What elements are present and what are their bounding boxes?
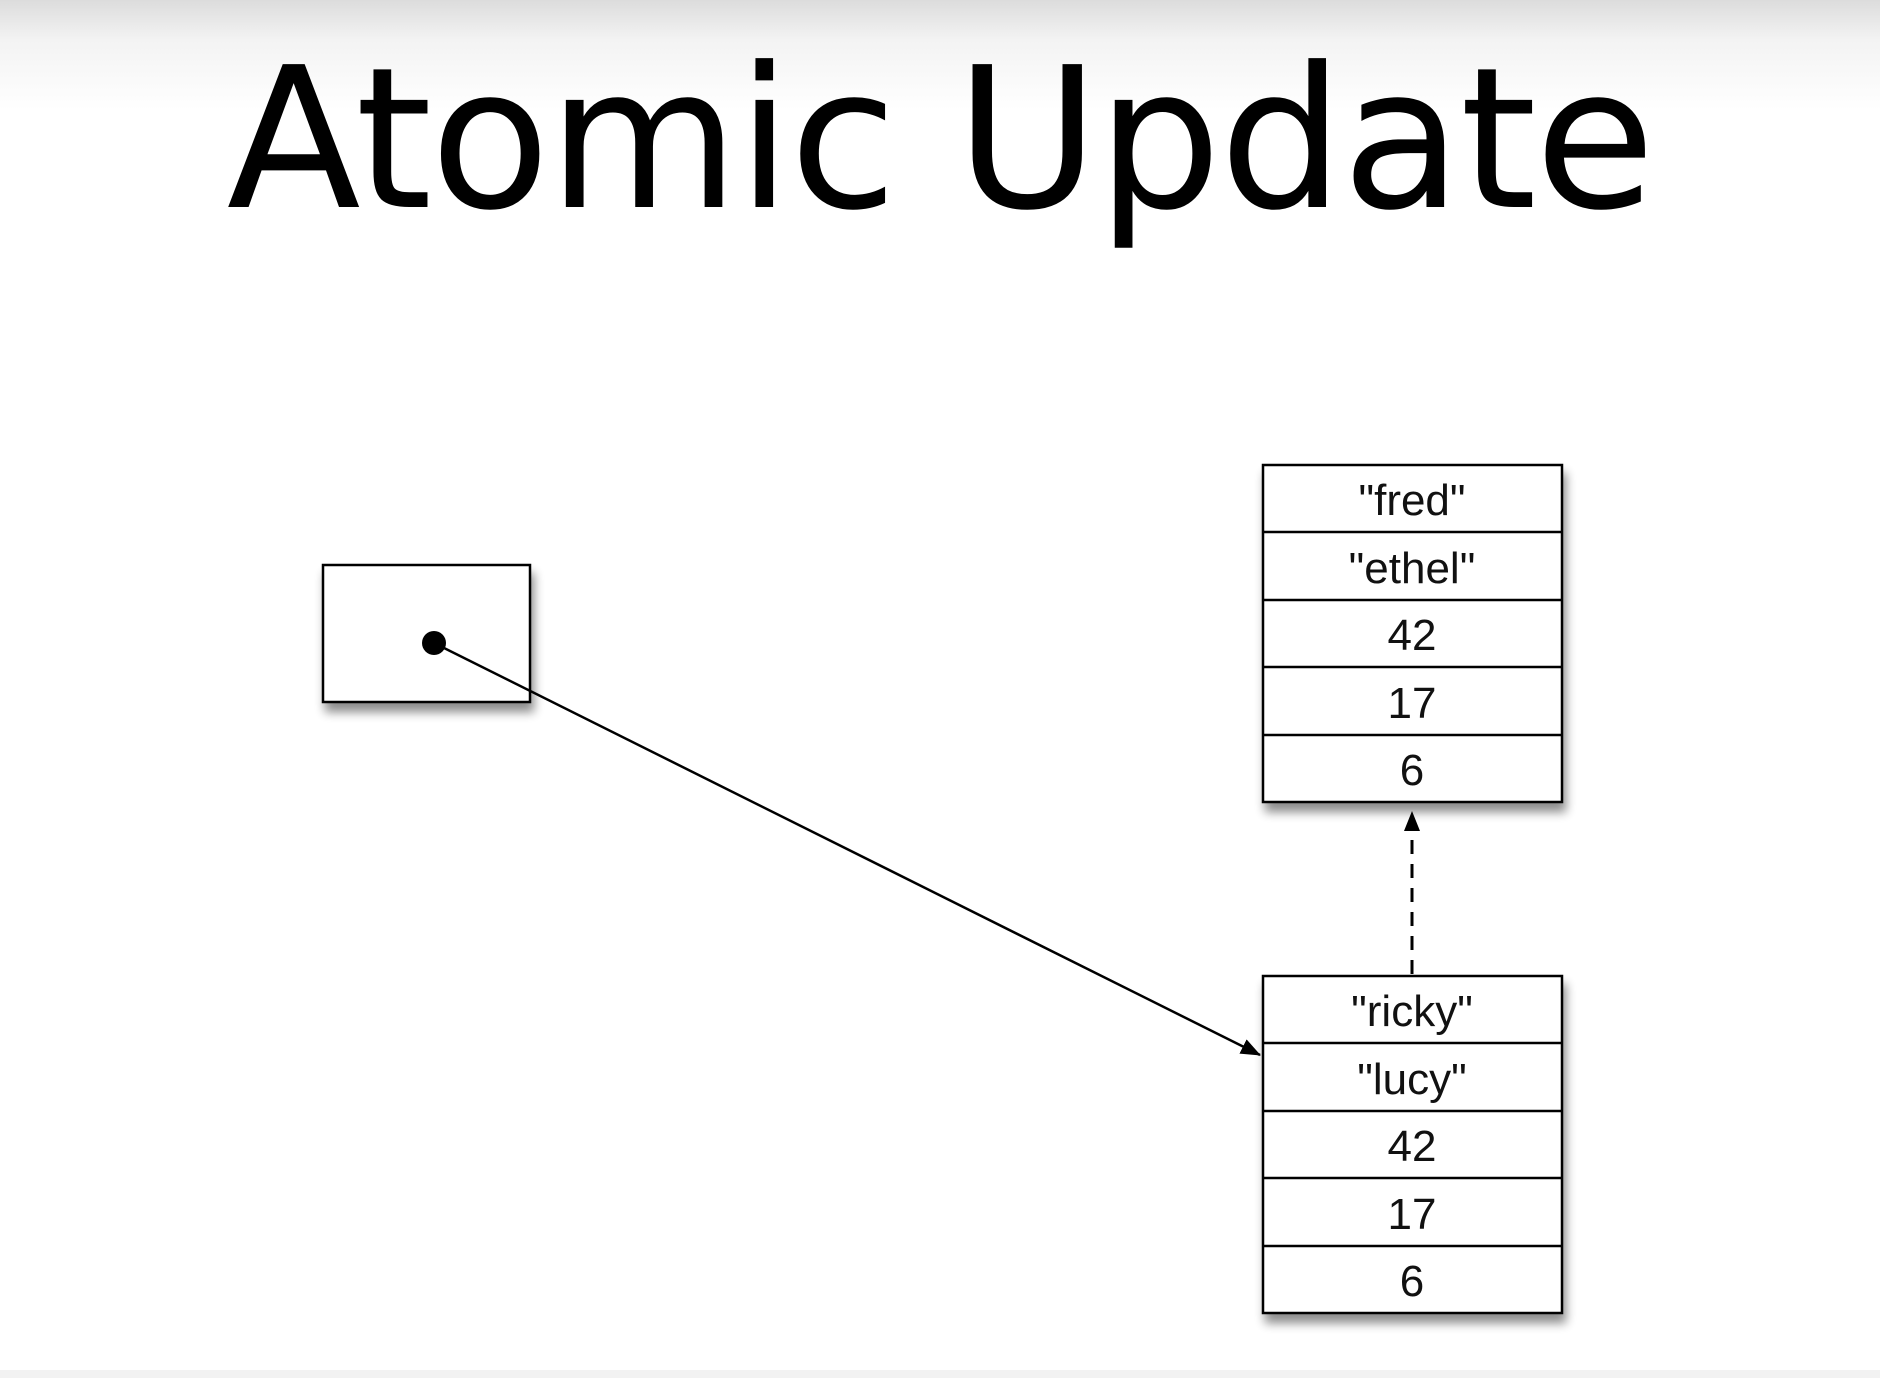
slide-title: Atomic Update — [226, 26, 1656, 254]
new-record-field-2: "lucy" — [1357, 1055, 1466, 1104]
new-record-frame — [1261, 974, 1564, 1315]
new-record-field-4: 17 — [1388, 1190, 1437, 1239]
new-record-field-1: "ricky" — [1351, 987, 1473, 1036]
pointer-arrow — [433, 641, 1261, 1057]
new-record: "ricky" "lucy" 42 17 6 — [1261, 974, 1564, 1315]
old-record-frame — [1261, 463, 1564, 804]
old-record-field-4: 17 — [1388, 679, 1437, 728]
new-record-field-3: 42 — [1388, 1122, 1437, 1171]
old-record-field-5: 6 — [1400, 746, 1424, 795]
old-record-field-1: "fred" — [1358, 476, 1465, 525]
reference-box — [321, 563, 532, 704]
old-record: "fred" "ethel" 42 17 6 — [1261, 463, 1564, 804]
old-record-field-3: 42 — [1388, 611, 1437, 660]
new-record-field-5: 6 — [1400, 1257, 1424, 1306]
bottom-band — [0, 1370, 1880, 1378]
old-record-field-2: "ethel" — [1349, 544, 1476, 593]
